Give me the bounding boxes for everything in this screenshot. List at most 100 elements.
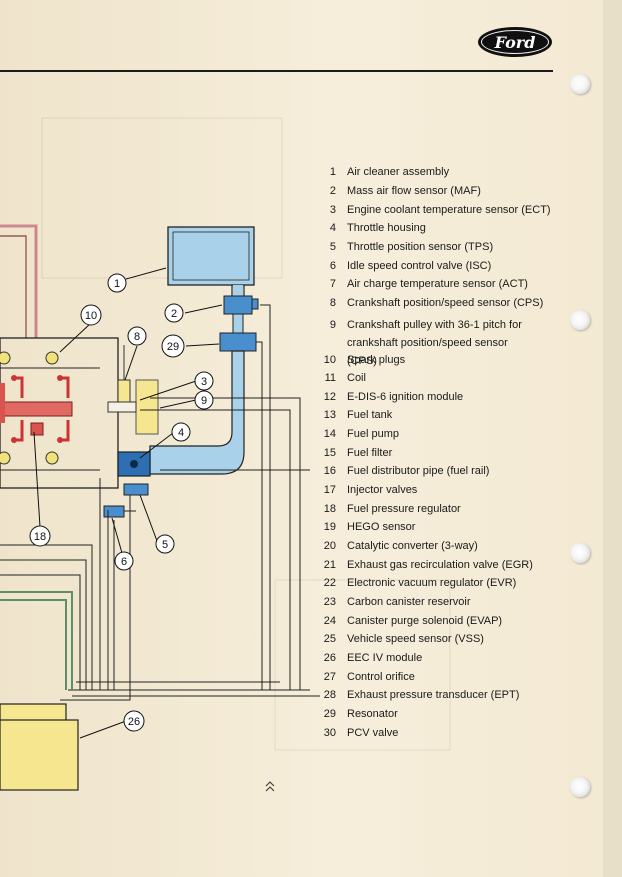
svg-text:29: 29: [167, 341, 179, 353]
ford-logo-text: Ford: [481, 30, 549, 54]
legend-number: 16: [323, 465, 336, 477]
legend-item: 16 Fuel distributor pipe (fuel rail): [318, 465, 618, 484]
air-duct-edge: [231, 285, 245, 296]
spark-plug: [0, 451, 11, 465]
spark-plug: [45, 451, 59, 465]
legend-number: 27: [323, 671, 336, 683]
legend-number: 30: [323, 727, 336, 739]
callout-5: 5: [155, 534, 175, 554]
legend-number: 18: [323, 503, 336, 515]
air-cleaner: [167, 226, 255, 286]
injector-tip: [11, 437, 17, 443]
throttle-plate: [130, 460, 138, 468]
legend-label: Control orifice: [347, 671, 415, 683]
svg-text:5: 5: [162, 539, 168, 551]
resonator: [219, 332, 257, 352]
green-wires: [0, 591, 73, 690]
wiring-harness: [0, 304, 320, 701]
svg-text:4: 4: [178, 427, 184, 439]
legend-label: Spark plugs: [347, 354, 406, 366]
legend-label: Catalytic converter (3-way): [347, 540, 478, 552]
callout-1: 1: [107, 273, 127, 293]
double-chevron-icon: [265, 781, 275, 792]
throttle-housing: [117, 451, 151, 477]
callout-3: 3: [194, 371, 214, 391]
air-duct: [232, 313, 244, 335]
legend-number: 25: [323, 633, 336, 645]
svg-text:2: 2: [171, 308, 177, 320]
injector-tip: [57, 437, 63, 443]
svg-text:9: 9: [201, 395, 207, 407]
legend-label: Exhaust gas recirculation valve (EGR): [347, 559, 533, 571]
isc-valve: [103, 505, 125, 518]
legend-number: 26: [323, 652, 336, 664]
legend-label: Mass air flow sensor (MAF): [347, 185, 481, 197]
legend-number: 6: [329, 260, 336, 272]
callout-18: 18: [29, 525, 51, 547]
svg-text:1: 1: [114, 278, 120, 290]
legend-label: Vehicle speed sensor (VSS): [347, 633, 484, 645]
air-cleaner-inner: [172, 231, 250, 281]
air-duct: [233, 285, 243, 297]
injector-tip: [11, 375, 17, 381]
legend-label: Air charge temperature sensor (ACT): [347, 278, 528, 290]
fuel-pressure-regulator: [30, 422, 44, 436]
legend-label: Fuel tank: [347, 409, 393, 421]
legend-number: 11: [324, 372, 336, 384]
legend-label: Throttle position sensor (TPS): [347, 241, 494, 253]
legend-label: PCV valve: [347, 727, 399, 739]
legend-label: Carbon canister reservoir: [347, 596, 471, 608]
maf-sensor: [223, 295, 253, 315]
legend-label: HEGO sensor: [347, 521, 416, 533]
legend-item: 18 Fuel pressure regulator: [318, 503, 618, 521]
legend-label: Coil: [347, 372, 366, 384]
svg-text:26: 26: [128, 716, 140, 728]
legend-item: 11 Coil: [318, 372, 618, 391]
callout-4: 4: [171, 422, 191, 442]
ect-sensor: [107, 401, 137, 413]
pink-line-edge: [0, 225, 37, 338]
legend-number: 4: [329, 222, 336, 234]
binder-hole: [570, 74, 590, 94]
legend-label: Fuel distributor pipe (fuel rail): [347, 465, 490, 477]
legend-label: Air cleaner assembly: [347, 166, 450, 178]
callout-10: 10: [80, 304, 102, 326]
legend-number: 23: [323, 596, 336, 608]
binder-hole: [570, 777, 590, 797]
legend-item: 25 Vehicle speed sensor (VSS): [318, 633, 618, 652]
print-through-box: [274, 579, 451, 751]
legend-label: Fuel filter: [347, 447, 393, 459]
legend-label: Electronic vacuum regulator (EVR): [347, 577, 517, 589]
svg-text:18: 18: [34, 531, 46, 543]
callout-26: 26: [123, 710, 145, 732]
pink-line-outline: [0, 235, 27, 338]
legend-number: 15: [323, 447, 336, 459]
legend-label: Crankshaft pulley with 36-1 pitch for cr…: [347, 319, 522, 367]
legend-label: Engine coolant temperature sensor (ECT): [347, 204, 551, 216]
legend-label: Exhaust pressure transducer (EPT): [347, 689, 520, 701]
callout-29: 29: [161, 334, 185, 358]
binder-hole: [570, 310, 590, 330]
engine-block: [0, 337, 119, 489]
legend-item: 15 Fuel filter: [318, 447, 618, 465]
injector: [0, 383, 5, 423]
legend-number: 14: [323, 428, 336, 440]
legend-number: 24: [323, 615, 336, 627]
callout-9: 9: [194, 390, 214, 410]
tps-sensor: [123, 483, 149, 496]
legend-label: Fuel pressure regulator: [347, 503, 461, 515]
legend-label: EEC IV module: [347, 652, 423, 664]
